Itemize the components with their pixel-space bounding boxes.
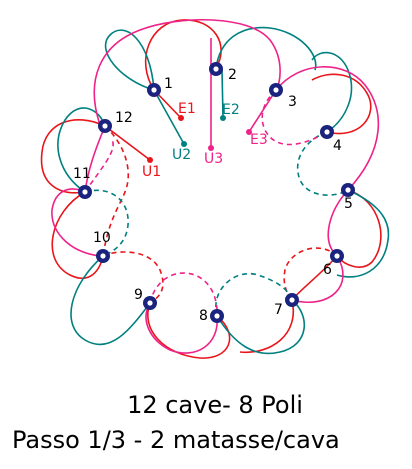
coil-pink-dashed-11 <box>84 139 114 193</box>
lead-teal-u2 <box>153 89 185 145</box>
coils-pink <box>51 18 380 354</box>
terminal-label-u2: U2 <box>172 147 191 163</box>
slot-core-11 <box>82 189 88 195</box>
coil-pink-12 <box>84 125 106 193</box>
slot-label-3: 3 <box>288 94 297 110</box>
terminal-label-e3: E3 <box>250 132 268 148</box>
coil-red-2-12 <box>51 191 104 280</box>
slot-label-2: 2 <box>228 67 237 83</box>
slots <box>78 62 355 323</box>
coil-pink-dashed-3 <box>261 89 328 146</box>
caption-subtitle: Passo 1/3 - 2 matasse/cava <box>12 426 340 454</box>
slot-core-1 <box>151 87 157 93</box>
slot-label-8: 8 <box>199 308 208 324</box>
coil-teal-2-3 <box>215 26 317 71</box>
slot-core-12 <box>102 123 108 129</box>
lead-red-u1 <box>104 125 151 161</box>
terminal-dot-e1 <box>178 115 184 121</box>
slot-core-7 <box>289 297 295 303</box>
coil-pink-3-4 <box>275 66 380 191</box>
slot-label-9: 9 <box>134 287 143 303</box>
slot-core-4 <box>324 129 330 135</box>
terminal-label-e1: E1 <box>178 101 196 117</box>
terminal-dot-u2 <box>181 141 187 147</box>
terminal-dots <box>147 115 252 163</box>
coil-teal-4-5 <box>311 51 353 133</box>
coils-teal <box>57 26 390 355</box>
coil-red-4-arc <box>311 73 372 135</box>
slot-label-11: 11 <box>73 166 91 182</box>
coil-teal-dashed-8 <box>215 272 293 317</box>
terminal-label-e2: E2 <box>222 102 240 118</box>
coil-red-dashed-10 <box>102 251 164 304</box>
terminal-label-u3: U3 <box>204 151 223 167</box>
slot-label-10: 10 <box>93 230 111 246</box>
terminal-dot-e3 <box>246 129 252 135</box>
coil-teal-5-6 <box>336 189 390 278</box>
terminal-dot-u3 <box>208 145 214 151</box>
coil-pink-6-7 <box>291 255 344 303</box>
slot-label-7: 7 <box>274 302 283 318</box>
coil-teal-1-top <box>104 29 155 91</box>
coil-teal-dashed-4 <box>296 131 349 196</box>
slot-core-8 <box>214 313 220 319</box>
coil-red-5-4 <box>336 189 382 268</box>
slot-core-3 <box>273 87 279 93</box>
slot-core-9 <box>147 300 153 306</box>
coil-red-7-6 <box>239 299 295 354</box>
slot-core-2 <box>213 66 219 72</box>
slot-label-12: 12 <box>115 110 133 126</box>
coil-teal-dashed-11 <box>84 189 129 257</box>
coil-pink-top <box>93 18 281 126</box>
lead-pink-e3 <box>248 89 277 133</box>
terminal-dot-u1 <box>147 157 153 163</box>
coil-pink-dashed-9 <box>149 272 218 317</box>
coil-red-dashed-12 <box>102 125 130 257</box>
slot-core-6 <box>334 253 340 259</box>
terminal-dot-e2 <box>220 115 226 121</box>
coil-red-1-2 <box>144 19 222 91</box>
coil-red-9-8 <box>147 302 231 359</box>
lead-teal-e2 <box>221 69 224 119</box>
coil-red-dashed-6 <box>283 247 338 301</box>
coil-pink-10-11 <box>51 188 104 257</box>
coil-teal-7-8 <box>216 299 305 355</box>
coil-teal-9-10 <box>70 255 151 346</box>
slot-label-4: 4 <box>333 138 342 154</box>
caption-title: 12 cave- 8 Poli <box>127 391 303 419</box>
terminal-labels: E1 U1 E2 U2 E3 U3 <box>142 101 268 180</box>
slot-core-5 <box>345 187 351 193</box>
terminal-label-u1: U1 <box>142 164 161 180</box>
slot-label-6: 6 <box>323 262 332 278</box>
slot-label-1: 1 <box>164 76 173 92</box>
coil-pink-8-9 <box>145 302 218 354</box>
slot-label-5: 5 <box>344 196 353 212</box>
slot-core-10 <box>100 253 106 259</box>
